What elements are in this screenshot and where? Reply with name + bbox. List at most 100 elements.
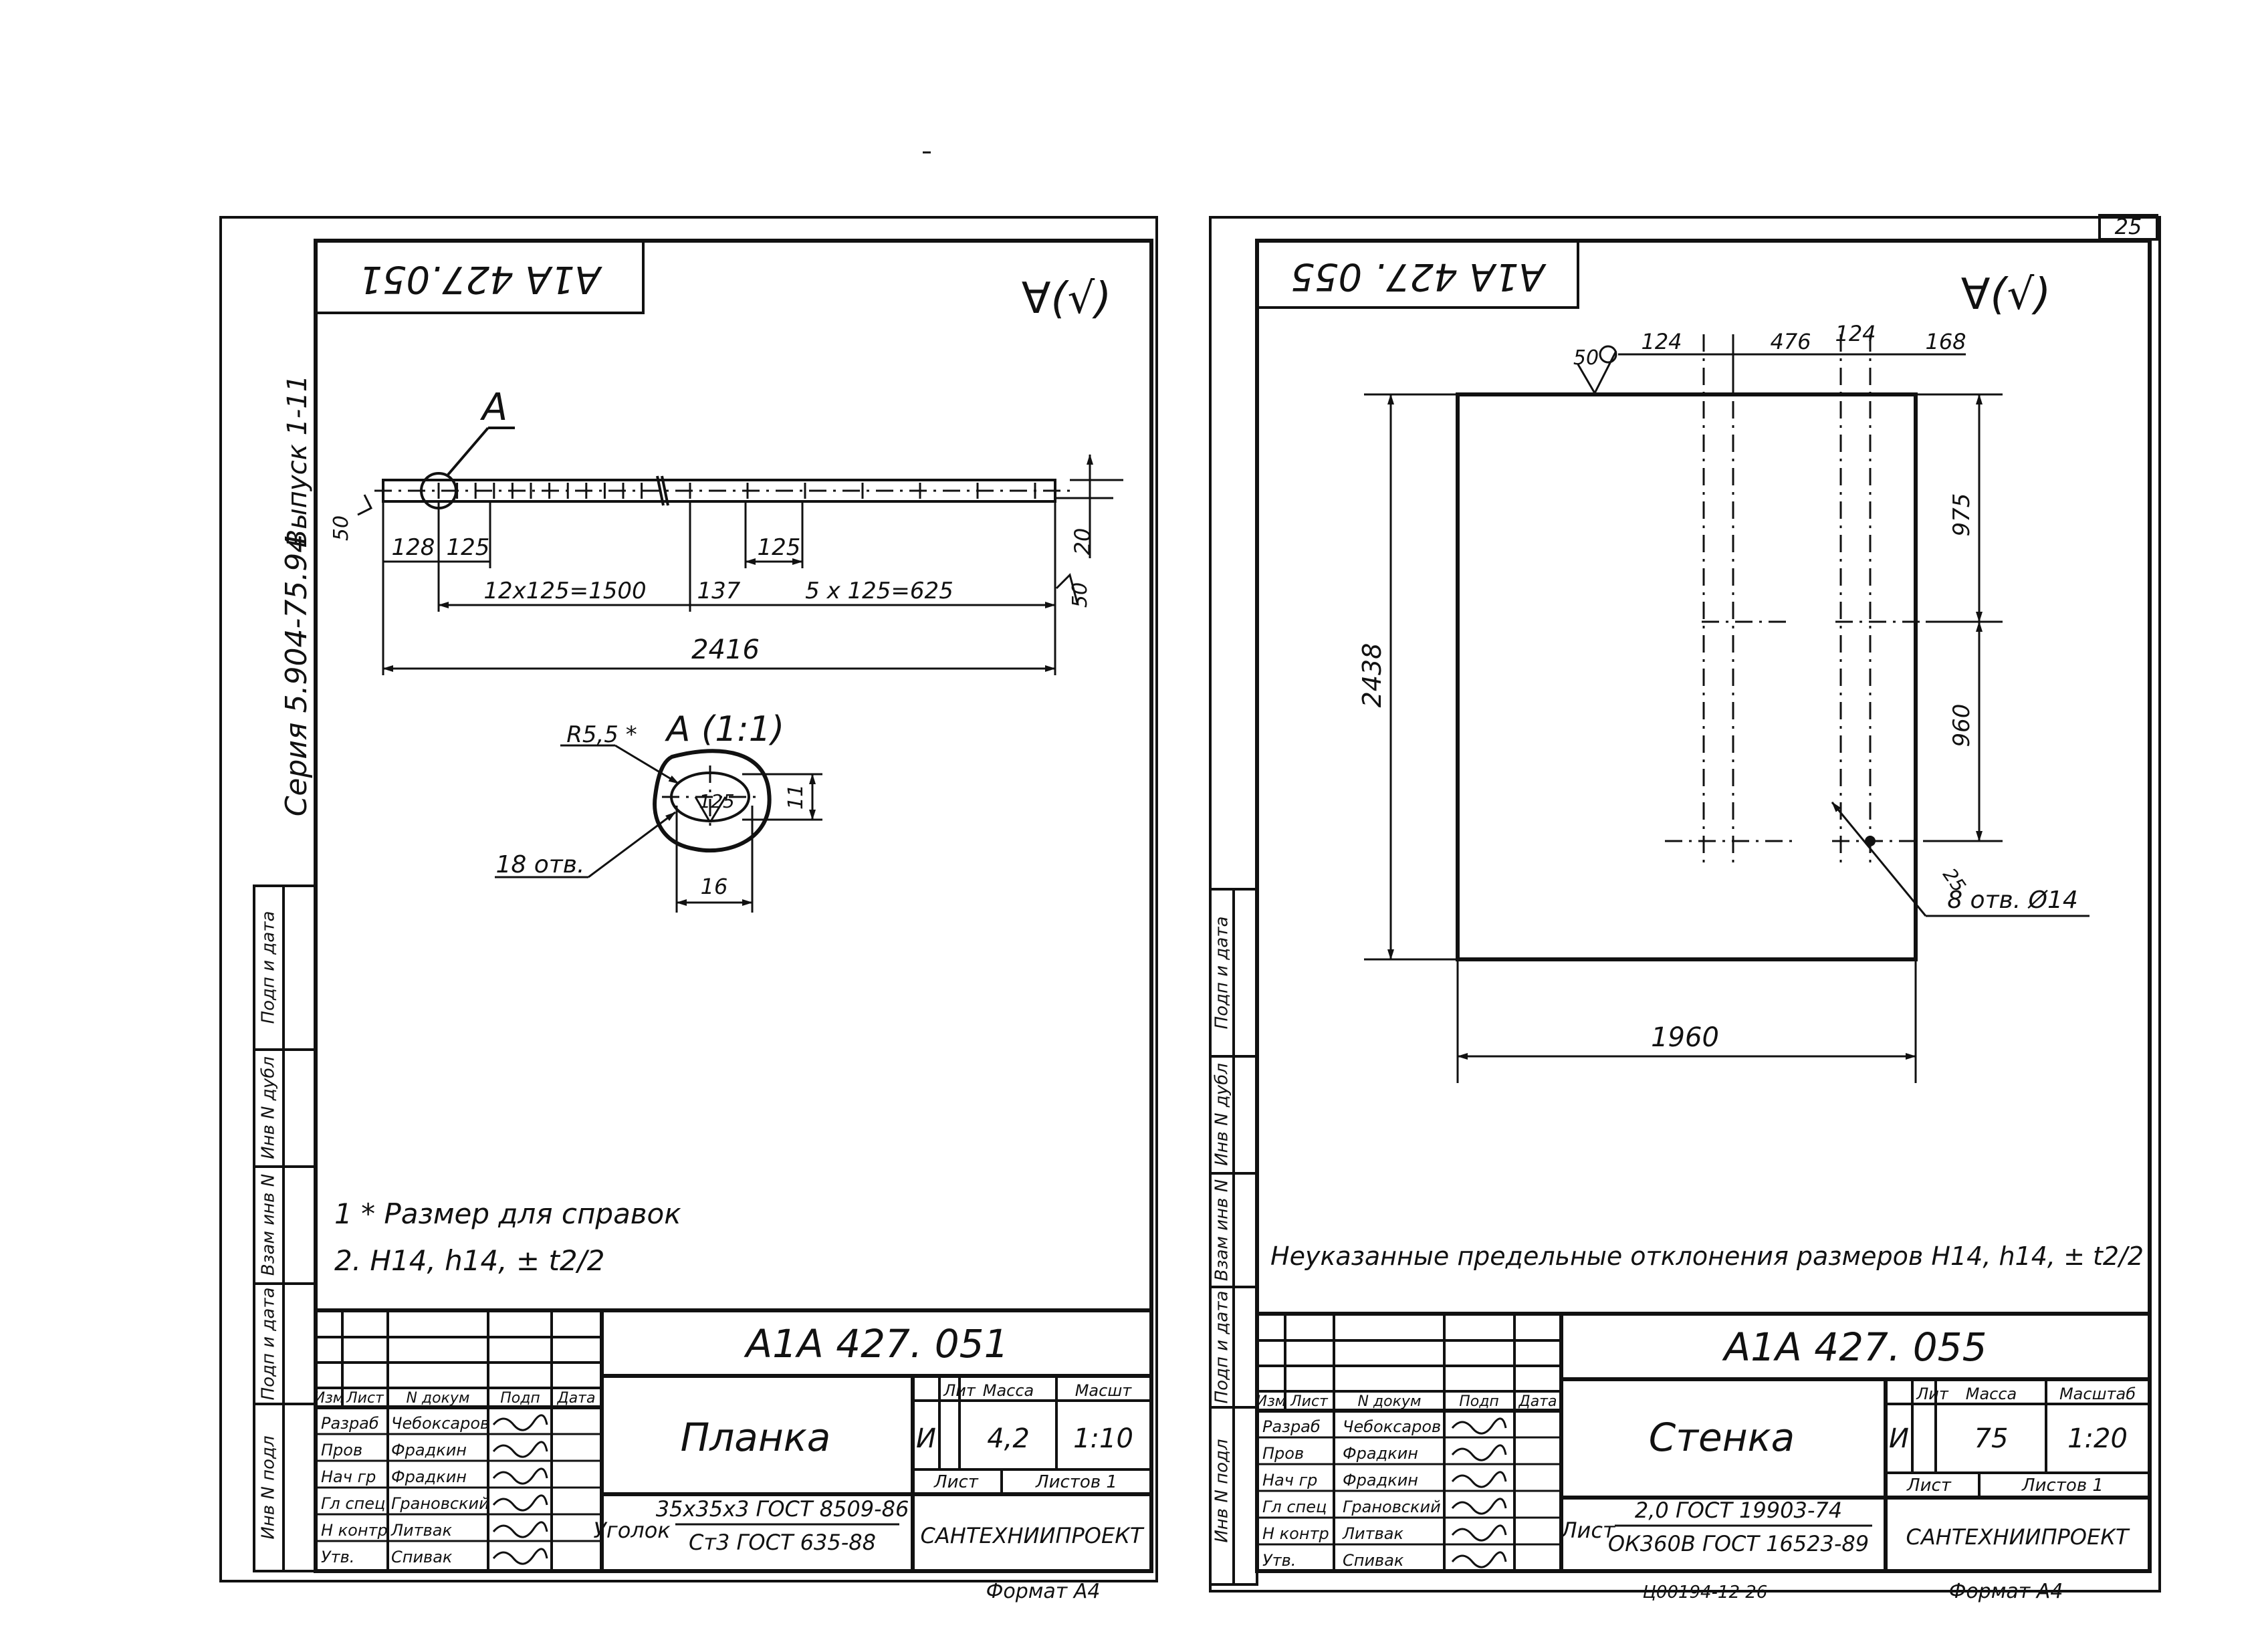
person-role: Н контр	[321, 1521, 388, 1540]
person-name: Литвак	[1342, 1524, 1403, 1543]
person-role: Утв.	[1262, 1551, 1296, 1570]
person-name: Чебоксаров	[391, 1414, 489, 1433]
svg-text:35x35x3 ГОСТ 8509-86: 35x35x3 ГОСТ 8509-86	[656, 1496, 909, 1522]
svg-text:И: И	[1889, 1423, 1909, 1454]
left-part-name: Планка	[681, 1415, 831, 1460]
svg-text:Подп и дата: Подп и дата	[259, 1288, 279, 1401]
svg-text:137: 137	[697, 578, 741, 604]
svg-text:Взам инв N: Взам инв N	[259, 1174, 279, 1276]
wall-panel	[1456, 334, 1926, 961]
person-name: Литвак	[390, 1521, 452, 1540]
person-name: Грановский	[1343, 1498, 1441, 1516]
svg-text:Подп и дата: Подп и дата	[1212, 917, 1232, 1030]
right-dimensions: 50 124 476 124 168 975 960 2438 1960	[1357, 321, 2090, 1083]
signature-scribble	[1451, 1444, 1507, 1461]
svg-text:960: 960	[1948, 704, 1975, 747]
title-block-header-cell: Лист	[346, 1390, 384, 1407]
left-title-code: A1A 427. 051	[744, 1321, 1009, 1367]
svg-text:Масса: Масса	[1966, 1385, 2017, 1403]
svg-text:2438: 2438	[1357, 643, 1387, 708]
plate-bar: A	[374, 386, 1113, 509]
svg-text:16: 16	[701, 874, 728, 899]
left-inner-frame	[314, 239, 1153, 1573]
svg-text:И: И	[916, 1423, 936, 1454]
person-role: Гл спец	[321, 1494, 385, 1513]
signature-scribble	[492, 1441, 548, 1458]
left-format: Формат А4	[986, 1580, 1101, 1603]
svg-text:1960: 1960	[1651, 1022, 1719, 1053]
svg-text:975: 975	[1948, 493, 1975, 537]
signature-scribble	[1451, 1551, 1507, 1568]
title-block-header-cell: Изм	[314, 1390, 344, 1407]
title-block-header-cell: Подп	[500, 1390, 540, 1407]
left-vypusk-text: Выпуск 1-11	[282, 375, 313, 548]
person-name: Чебоксаров	[1343, 1417, 1441, 1436]
view-a-label: A	[480, 386, 507, 429]
right-code-rotated: A1A 427. 055	[1290, 255, 1546, 298]
title-block-header-cell: N докум	[1357, 1393, 1421, 1410]
signature-scribble	[1451, 1471, 1507, 1488]
svg-text:5 x 125=625: 5 x 125=625	[805, 578, 953, 604]
title-block-header-cell: Дата	[1518, 1393, 1557, 1410]
right-sheet: 25 A1A 427. 055 ∀(√) Инв N подл Подп и д…	[1209, 214, 2161, 1603]
svg-text:4,2: 4,2	[987, 1423, 1030, 1454]
svg-text:11: 11	[784, 784, 808, 810]
svg-text:12x125=1500: 12x125=1500	[483, 578, 646, 604]
svg-text:20: 20	[1070, 528, 1095, 556]
person-role: Пров	[1262, 1444, 1304, 1463]
person-name: Фрадкин	[391, 1467, 467, 1486]
svg-text:168: 168	[1925, 329, 1966, 354]
person-name: Фрадкин	[391, 1441, 467, 1459]
person-name: Спивак	[391, 1548, 453, 1566]
right-side-column: Инв N подл Подп и дата Взам инв N Инв N …	[1209, 888, 1258, 1586]
right-title-code: A1A 427. 055	[1722, 1324, 1987, 1370]
signature-scribble	[492, 1521, 548, 1538]
svg-text:Подп и дата: Подп и дата	[259, 911, 279, 1024]
detail-a: 125 R5,5 * A (1:1) 11 16 18 отв.	[495, 709, 822, 913]
svg-text:Масшт: Масшт	[1075, 1381, 1133, 1400]
right-roughness-symbol: ∀(√)	[1961, 270, 2051, 320]
svg-text:Масштаб: Масштаб	[2059, 1385, 2136, 1403]
person-name: Грановский	[391, 1494, 489, 1513]
svg-text:50: 50	[1573, 346, 1599, 370]
person-role: Разраб	[1262, 1417, 1321, 1436]
person-role: Гл спец	[1262, 1498, 1327, 1516]
person-role: Пров	[321, 1441, 362, 1459]
svg-text:124: 124	[1835, 321, 1876, 346]
left-note-1: 1 * Размер для справок	[334, 1197, 681, 1230]
svg-text:125: 125	[758, 534, 801, 561]
signature-scribble	[1451, 1524, 1507, 1542]
page-number: 25	[2115, 214, 2142, 239]
left-note-2: 2. H14, h14, ± t2/2	[334, 1244, 605, 1277]
svg-text:Лист: Лист	[933, 1472, 979, 1492]
person-name: Спивак	[1343, 1551, 1404, 1570]
left-series-text: Серия 5.904-75.94	[279, 534, 314, 817]
svg-text:1:10: 1:10	[1073, 1423, 1133, 1454]
svg-text:ОК360В ГОСТ 16523-89: ОК360В ГОСТ 16523-89	[1608, 1531, 1869, 1556]
person-role: Утв.	[321, 1548, 354, 1566]
left-code-box	[314, 239, 645, 314]
svg-text:Подп и дата: Подп и дата	[1212, 1291, 1232, 1404]
svg-text:1:20: 1:20	[2067, 1423, 2128, 1454]
signature-scribble	[492, 1414, 548, 1431]
title-block-header-cell: Подп	[1459, 1393, 1499, 1410]
left-side-column: Инв N подл Подп и дата Взам инв N Инв N …	[253, 884, 317, 1572]
left-org: САНТЕХНИИПРОЕКТ	[921, 1523, 1145, 1548]
person-role: Нач гр	[1262, 1471, 1317, 1490]
person-role: Нач гр	[321, 1467, 376, 1486]
svg-text:2,0 ГОСТ 19903-74: 2,0 ГОСТ 19903-74	[1635, 1498, 1842, 1523]
svg-text:Масса: Масса	[983, 1381, 1034, 1400]
right-title-block: A1A 427. 055 Стенка Лит Масса Масштаб И …	[1255, 1312, 2152, 1603]
svg-text:50: 50	[330, 515, 353, 541]
svg-text:Листов 1: Листов 1	[2021, 1476, 2104, 1496]
left-roughness-symbol: ∀(√)	[1022, 274, 1112, 324]
svg-text:124: 124	[1641, 329, 1682, 354]
person-role: Разраб	[321, 1414, 379, 1433]
right-part-name: Стенка	[1649, 1415, 1795, 1460]
svg-text:2416: 2416	[691, 634, 760, 665]
svg-text:125: 125	[447, 534, 490, 561]
person-role: Н контр	[1262, 1524, 1329, 1543]
title-block-header-cell: Лист	[1290, 1393, 1329, 1410]
left-outer-frame	[219, 216, 1158, 1582]
svg-text:Уголок: Уголок	[593, 1518, 671, 1543]
